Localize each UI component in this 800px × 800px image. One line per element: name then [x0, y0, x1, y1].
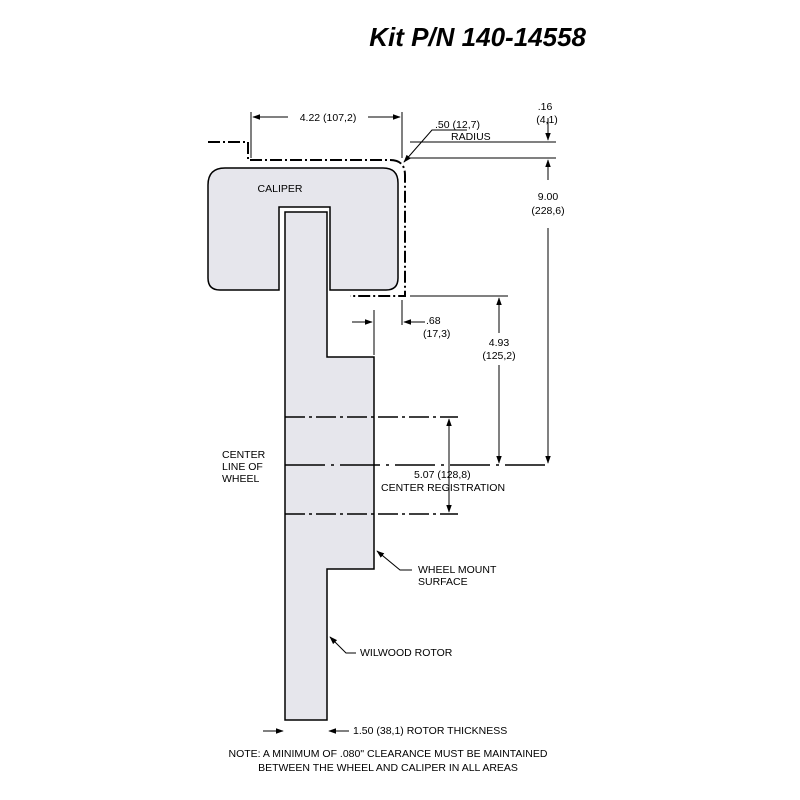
- note-line-1: NOTE: A MINIMUM OF .080" CLEARANCE MUST …: [229, 748, 548, 760]
- wheel-mount-label-b: SURFACE: [418, 576, 468, 588]
- offset-label-b: (17,3): [423, 328, 450, 340]
- height-label-a: 4.93: [489, 337, 510, 349]
- registration-lines: [285, 416, 548, 515]
- dimension-width: [250, 112, 403, 158]
- rotor-body: [284, 211, 375, 721]
- rotor-thickness-label: 1.50 (38,1) ROTOR THICKNESS: [353, 725, 507, 737]
- dimension-top-clearance: [410, 118, 556, 159]
- top-clearance-label-b: (4,1): [536, 114, 558, 126]
- caliper-label: CALIPER: [258, 183, 303, 195]
- wheel-envelope-line: [208, 141, 406, 297]
- offset-label-a: .68: [426, 315, 441, 327]
- centerline-label-a: CENTER: [222, 449, 266, 461]
- kit-part-number-title: Kit P/N 140-14558: [369, 22, 586, 52]
- rotor-leader: [329, 636, 356, 654]
- wheel-mount-leader: [376, 550, 412, 571]
- registration-label-b: CENTER REGISTRATION: [381, 482, 505, 494]
- registration-label-a: 5.07 (128,8): [414, 469, 471, 481]
- radius-label-text: RADIUS: [451, 131, 491, 143]
- rotor-label: WILWOOD ROTOR: [360, 647, 453, 659]
- dimension-offset: [352, 300, 425, 355]
- caliper-body: [207, 167, 399, 291]
- centerline-label-c: WHEEL: [222, 473, 260, 485]
- overall-label-a: 9.00: [538, 191, 559, 203]
- top-clearance-label-a: .16: [538, 101, 553, 113]
- centerline-label-b: LINE OF: [222, 461, 263, 473]
- radius-label-value: .50 (12,7): [435, 119, 480, 131]
- overall-label-b: (228,6): [531, 205, 564, 217]
- dimension-height: [410, 295, 508, 464]
- dimension-width-label: 4.22 (107,2): [300, 112, 357, 124]
- note-line-2: BETWEEN THE WHEEL AND CALIPER IN ALL ARE…: [258, 762, 518, 774]
- height-label-b: (125,2): [482, 350, 515, 362]
- wheel-mount-label-a: WHEEL MOUNT: [418, 564, 497, 576]
- radius-leader: [403, 129, 467, 163]
